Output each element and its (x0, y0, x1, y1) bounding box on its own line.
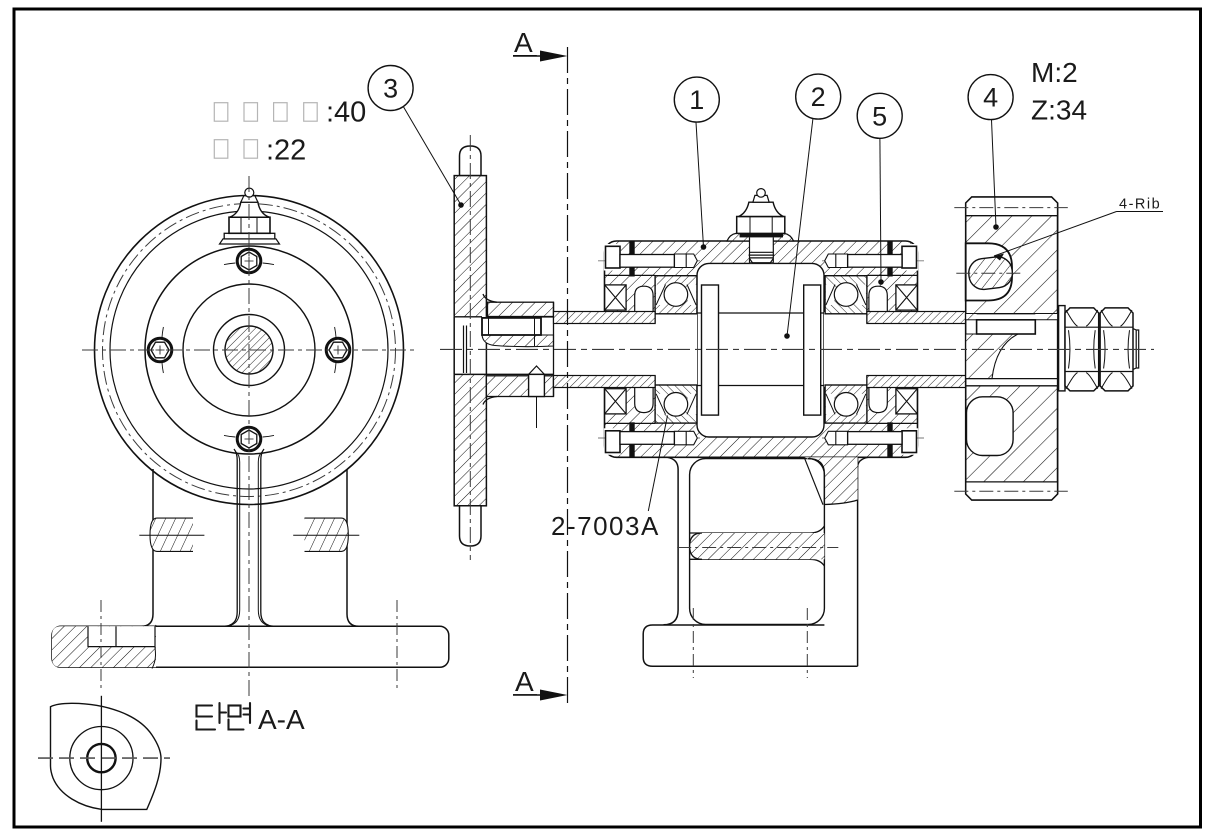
svg-text:M:2: M:2 (1031, 57, 1078, 88)
svg-text:4-Rib: 4-Rib (1119, 197, 1161, 213)
svg-text::40: :40 (326, 97, 366, 129)
svg-text:3: 3 (383, 74, 398, 104)
svg-text::22: :22 (266, 135, 306, 167)
svg-text:5: 5 (872, 101, 887, 131)
svg-text:2: 2 (811, 82, 826, 112)
svg-text:A: A (515, 666, 534, 697)
svg-text:1: 1 (689, 85, 704, 115)
svg-text:A-A: A-A (258, 704, 305, 735)
svg-text:2-7003A: 2-7003A (551, 511, 660, 541)
svg-text:A: A (514, 27, 533, 58)
svg-text:4: 4 (983, 83, 998, 113)
svg-text:Z:34: Z:34 (1031, 95, 1087, 126)
